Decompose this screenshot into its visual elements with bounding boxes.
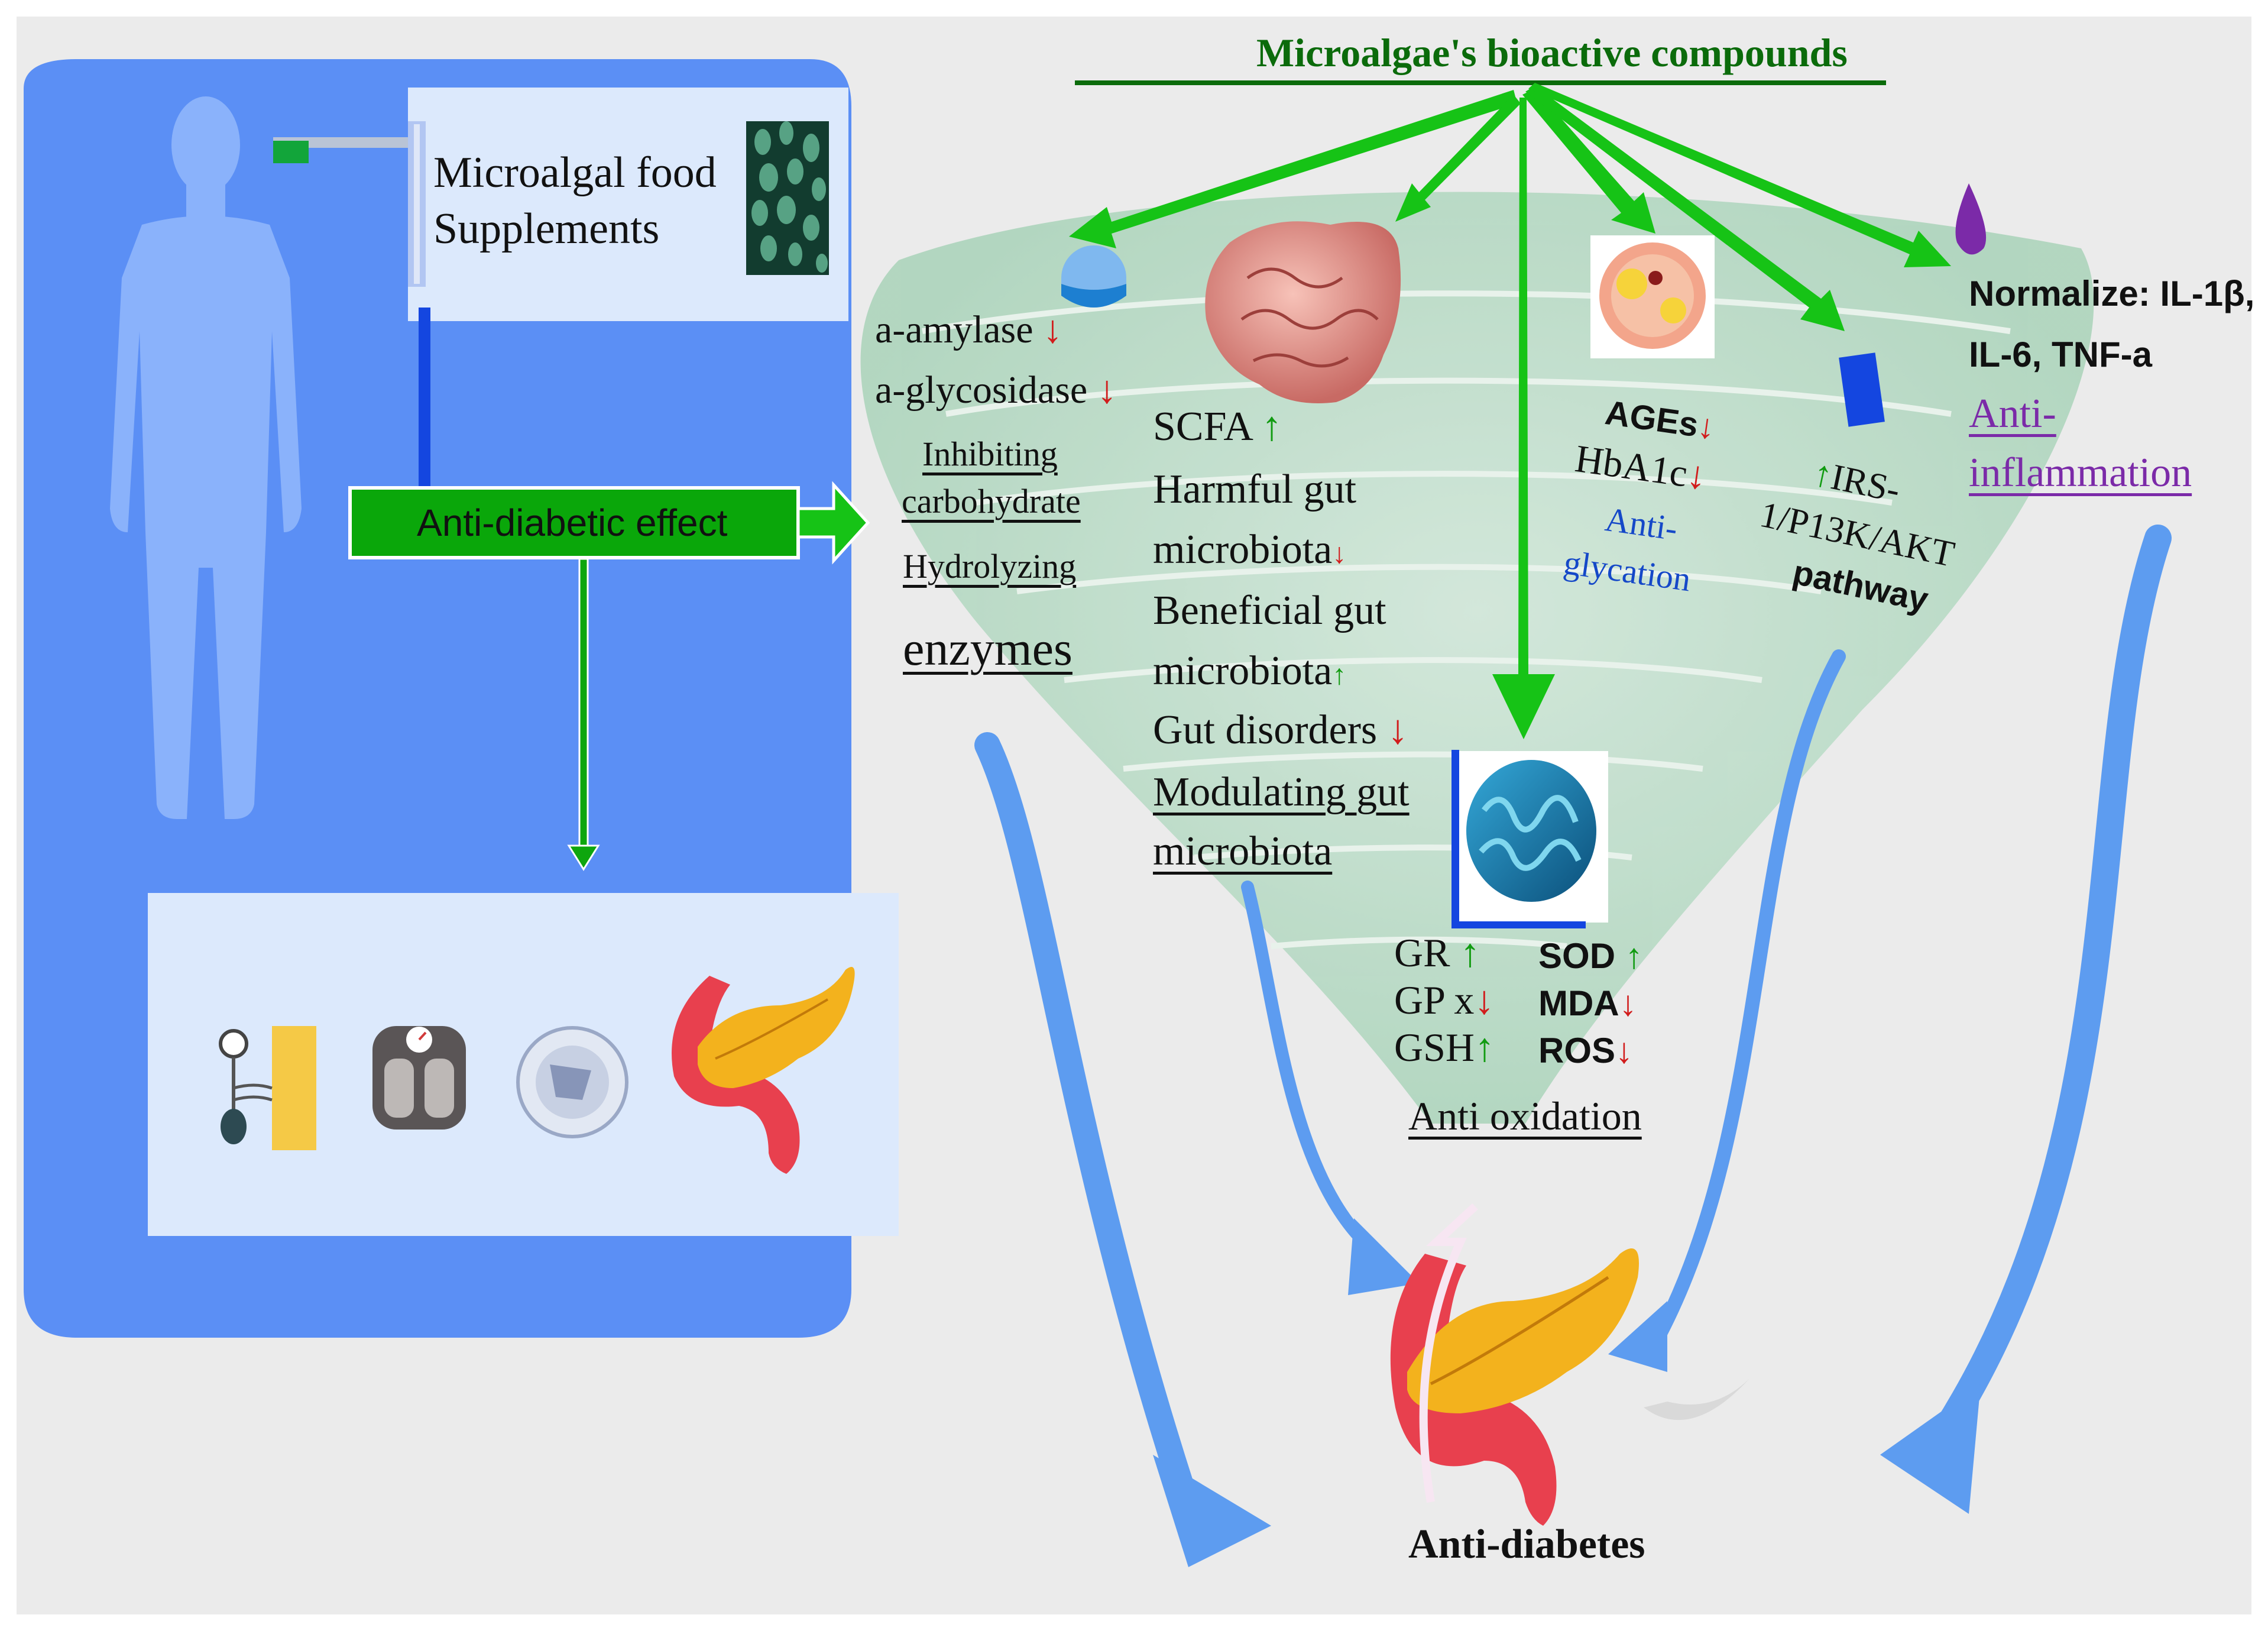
mitochondria-icon bbox=[1451, 750, 1608, 928]
gsh-label: GSH↑ bbox=[1394, 1025, 1495, 1070]
gpx-label: GP x↓ bbox=[1394, 978, 1495, 1022]
normalize-line2: IL-6, TNF-a bbox=[1969, 335, 2152, 374]
harmful-gut-line1: Harmful gut bbox=[1153, 467, 1357, 512]
cell-glycation-icon bbox=[1590, 235, 1715, 358]
enzymes-text-line1: Inhibiting bbox=[922, 435, 1058, 473]
islet-cell-icon bbox=[516, 1026, 628, 1138]
harmful-gut-line2: microbiota↓ bbox=[1153, 527, 1347, 572]
outcome-pancreas-icon bbox=[1390, 1203, 1750, 1526]
mda-label: MDA↓ bbox=[1538, 983, 1637, 1023]
human-silhouette-icon bbox=[110, 96, 302, 819]
enzymes-text-line3: Hydrolyzing bbox=[903, 547, 1077, 585]
weight-scale-icon bbox=[372, 1026, 466, 1130]
anti-inflammation-line2: inflammation bbox=[1969, 450, 2192, 496]
gut-disorders-label: Gut disorders ↓ bbox=[1153, 707, 1408, 753]
ros-label: ROS↓ bbox=[1538, 1031, 1634, 1070]
intestine-icon bbox=[1205, 221, 1401, 403]
anti-diabetes-label: Anti-diabetes bbox=[1408, 1522, 1645, 1567]
blood-pressure-icon bbox=[219, 1026, 316, 1150]
spirulina-icon bbox=[746, 121, 829, 275]
scfa-label: SCFA ↑ bbox=[1153, 404, 1282, 449]
supplement-label-line2: Supplements bbox=[433, 205, 660, 253]
anti-diabetic-effect-box bbox=[348, 486, 800, 559]
beneficial-gut-line1: Beneficial gut bbox=[1153, 588, 1386, 633]
anti-oxidation-label: Anti oxidation bbox=[1408, 1093, 1642, 1138]
sod-label: SOD ↑ bbox=[1538, 936, 1643, 976]
anti-inflammation-line1: Anti- bbox=[1969, 391, 2056, 436]
enzymes-text-line4: enzymes bbox=[903, 622, 1073, 675]
diagram-title: Microalgae's bioactive compounds bbox=[1256, 30, 1848, 75]
amylase-label: a-amylase ↓ bbox=[875, 308, 1063, 351]
droplet-icon bbox=[1955, 183, 1987, 255]
modulating-gut-line1: Modulating gut bbox=[1153, 769, 1410, 815]
modulating-gut-line2: microbiota bbox=[1153, 829, 1333, 874]
anti-diabetic-effect-label: Anti-diabetic effect bbox=[417, 501, 728, 544]
gr-label: GR ↑ bbox=[1394, 930, 1480, 975]
enzymes-text-line2: carbohydrate bbox=[902, 482, 1081, 520]
effect-right-arrow bbox=[796, 481, 870, 565]
pancreas-icon bbox=[672, 967, 855, 1174]
glycosidase-label: a-glycosidase ↓ bbox=[875, 368, 1117, 412]
effect-down-arrow bbox=[567, 558, 600, 871]
swirl-background bbox=[860, 192, 2094, 1124]
blue-arrows bbox=[974, 525, 2172, 1503]
normalize-line1: Normalize: IL-1β, bbox=[1969, 274, 2255, 313]
supplement-label-line1: Microalgal food bbox=[433, 148, 717, 197]
supplement-bottle-icon bbox=[273, 121, 430, 488]
green-arrows bbox=[1069, 83, 1951, 739]
hemisphere-icon bbox=[1061, 245, 1126, 308]
receptor-icon bbox=[1839, 352, 1885, 427]
blue-arrowheads bbox=[1153, 1218, 1981, 1567]
beneficial-gut-line2: microbiota↑ bbox=[1153, 648, 1347, 694]
